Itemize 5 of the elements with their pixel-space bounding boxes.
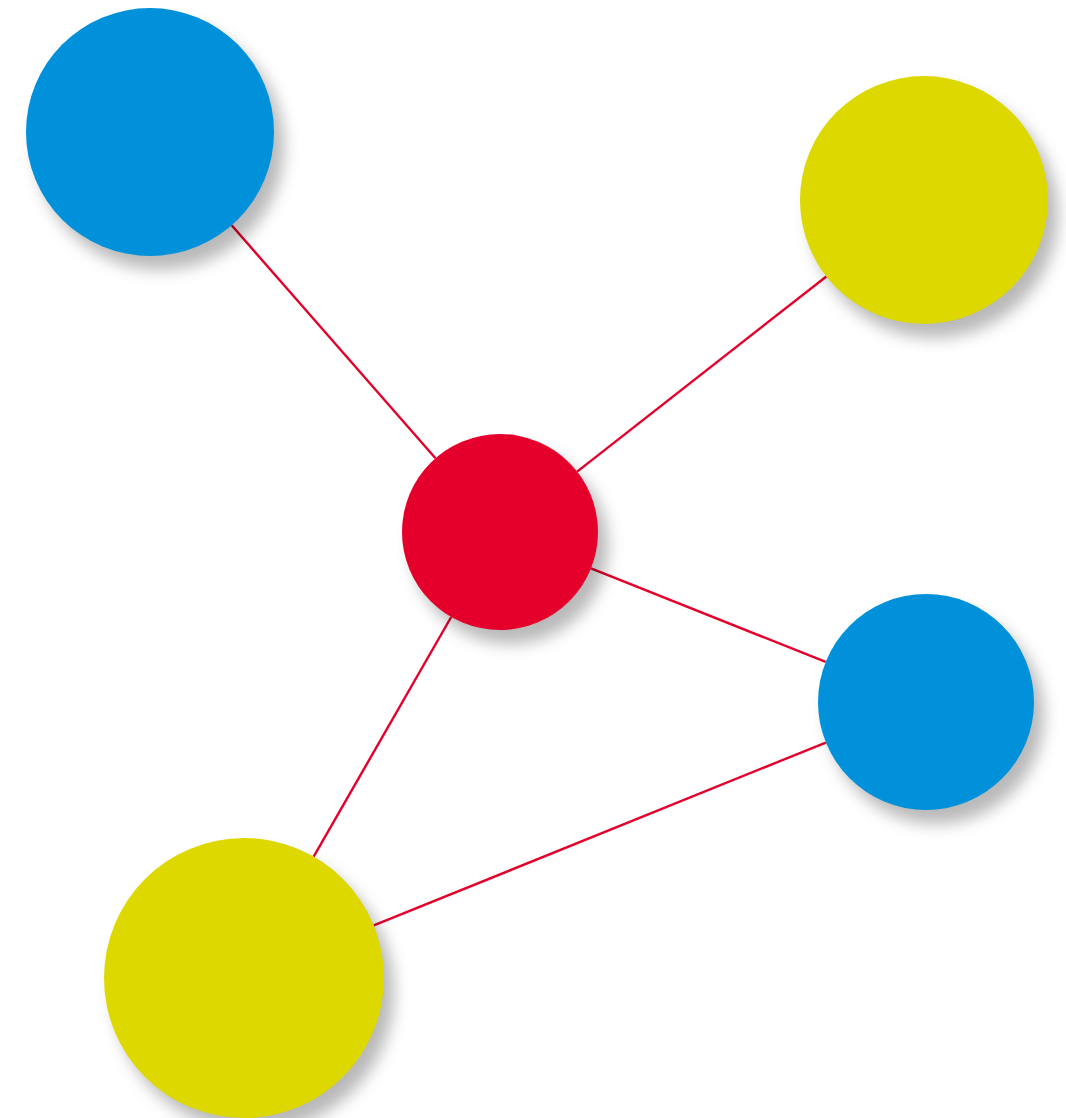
connector-line xyxy=(576,275,828,473)
connector-line xyxy=(312,616,453,858)
connector-line xyxy=(373,741,827,927)
connector-line xyxy=(230,224,437,460)
connector-line xyxy=(590,567,827,664)
